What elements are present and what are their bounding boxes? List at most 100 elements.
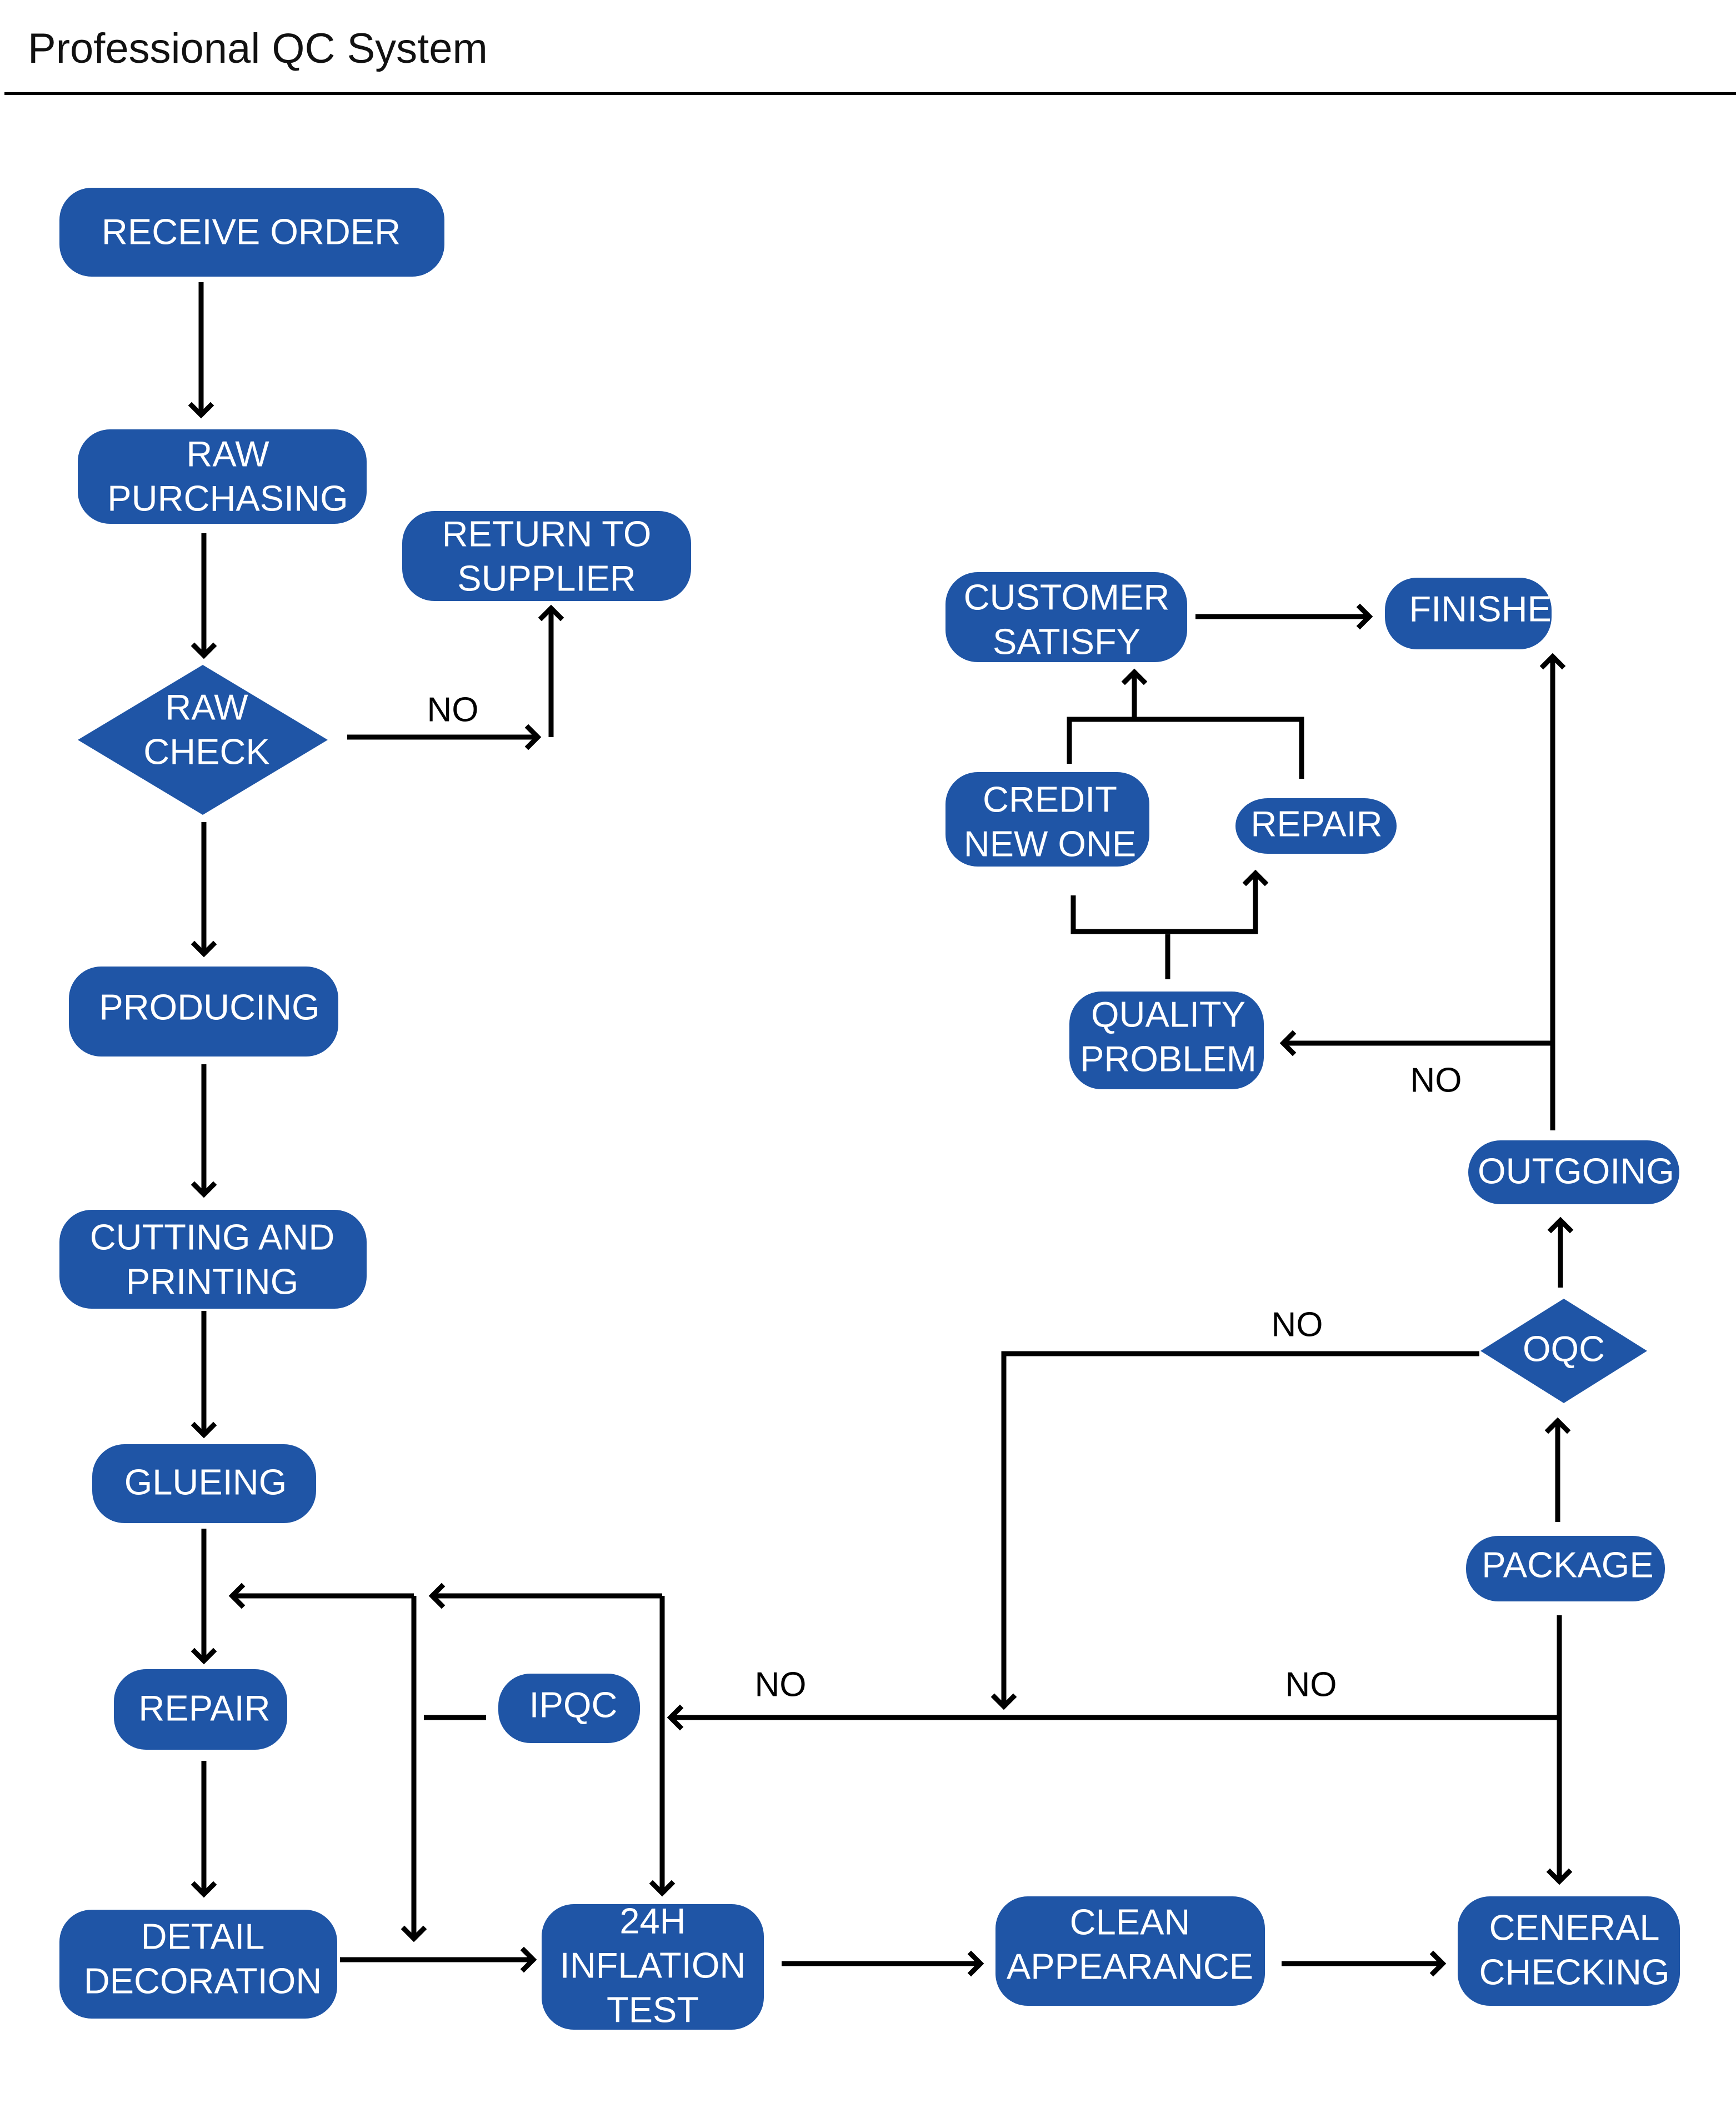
connector-arrow [340,1946,537,1973]
node-label: RECEIVE ORDER [102,212,401,252]
node-label: 24H [619,1901,686,1941]
node-shape [92,1444,316,1523]
node-label: OUTGOING [1478,1151,1674,1191]
node-shape [542,1904,764,2030]
node-label: NEW ONE [964,824,1137,864]
node-label: CREDIT [983,779,1117,820]
edge-label-no: NO [1285,1666,1337,1704]
connector-arrow [1544,1417,1571,1522]
connector-arrow [347,724,542,750]
connector-arrow [649,1596,676,1897]
connector-arrow [191,822,217,958]
node-shape [59,1910,337,2019]
connector-arrow [191,1311,217,1439]
node-label: DECORATION [84,1961,322,2001]
node-oqc: OQC [1480,1299,1647,1403]
node-label: REPAIR [1250,804,1382,844]
node-label: CHECK [143,732,270,772]
node-shape [1468,1140,1679,1204]
connector-arrow [1070,869,1269,934]
connector-arrow [538,604,564,737]
edge-label-no: NO [1410,1061,1462,1100]
connector-arrow [401,1596,427,1942]
node-shape [114,1669,287,1750]
node-shape [1385,578,1552,649]
connector-arrow [191,1529,217,1665]
node-shape [995,1896,1265,2006]
node-package: PACKAGE [1466,1536,1665,1601]
node-shape [498,1674,640,1743]
node-label: CUSTOMER [964,577,1170,618]
node-label: REPAIR [138,1688,270,1729]
node-shape [1069,992,1264,1089]
connector-arrow [782,1950,984,1977]
connector-arrow [1547,1216,1574,1288]
decision-shape [1480,1299,1647,1403]
node-label: DETAIL [141,1916,265,1957]
node-shape [945,572,1187,662]
node-label: RAW [165,687,248,728]
edge-label-no: NO [427,691,479,729]
node-label: CENERAL [1489,1907,1659,1948]
node-label: QUALITY [1091,994,1245,1035]
node-shape [69,967,338,1056]
node-label: PROBLEM [1080,1039,1257,1079]
connector-arrow [990,1351,1479,1710]
node-ipqc: IPQC [498,1674,640,1743]
connector-arrow [188,282,214,419]
node-shape [59,188,444,277]
node-outgoing: OUTGOING [1468,1140,1679,1204]
node-shape [59,1210,367,1309]
node-label: PURCHASING [107,478,348,519]
node-shape [945,772,1149,867]
connector-arrow [1539,653,1566,1130]
node-label: RETURN TO [442,514,652,554]
node-label: INFLATION [560,1945,746,1986]
connector-arrow [191,1761,217,1898]
header-divider [4,92,1736,95]
edge-label-no: NO [1272,1306,1323,1344]
node-label: GLUEING [124,1462,287,1503]
node-repair-main: REPAIR [114,1669,287,1750]
connector-arrow [1279,1030,1553,1056]
node-label: CHECKING [1479,1952,1669,1992]
node-repair-after: REPAIR [1235,798,1397,854]
page-title: Professional QC System [28,25,488,72]
decision-shape [78,665,328,815]
node-producing: PRODUCING [69,967,338,1056]
node-label: CUTTING AND [90,1217,335,1258]
node-label: CLEAN [1070,1902,1190,1942]
node-label: PACKAGE [1482,1545,1653,1585]
node-label: OQC [1523,1329,1605,1369]
node-label: TEST [607,1990,699,2030]
node-label: SATISFY [993,622,1140,662]
connector-arrow [1195,603,1373,630]
node-shape [402,511,691,601]
node-finished: FINISHEO [1385,578,1579,649]
connector-arrow [1067,717,1304,779]
node-label: SUPPLIER [457,558,636,599]
connector-arrow [228,1583,414,1609]
flowchart-connectors [188,282,1574,1977]
node-shape [78,429,367,524]
node-shape [1458,1896,1680,2006]
connector-arrow [1282,1950,1447,1977]
node-label: PRODUCING [99,987,319,1028]
connector-arrow [1121,668,1148,719]
node-receive-order: RECEIVE ORDER [59,188,444,277]
node-label: IPQC [529,1685,618,1725]
node-label: PRINTING [126,1261,299,1302]
